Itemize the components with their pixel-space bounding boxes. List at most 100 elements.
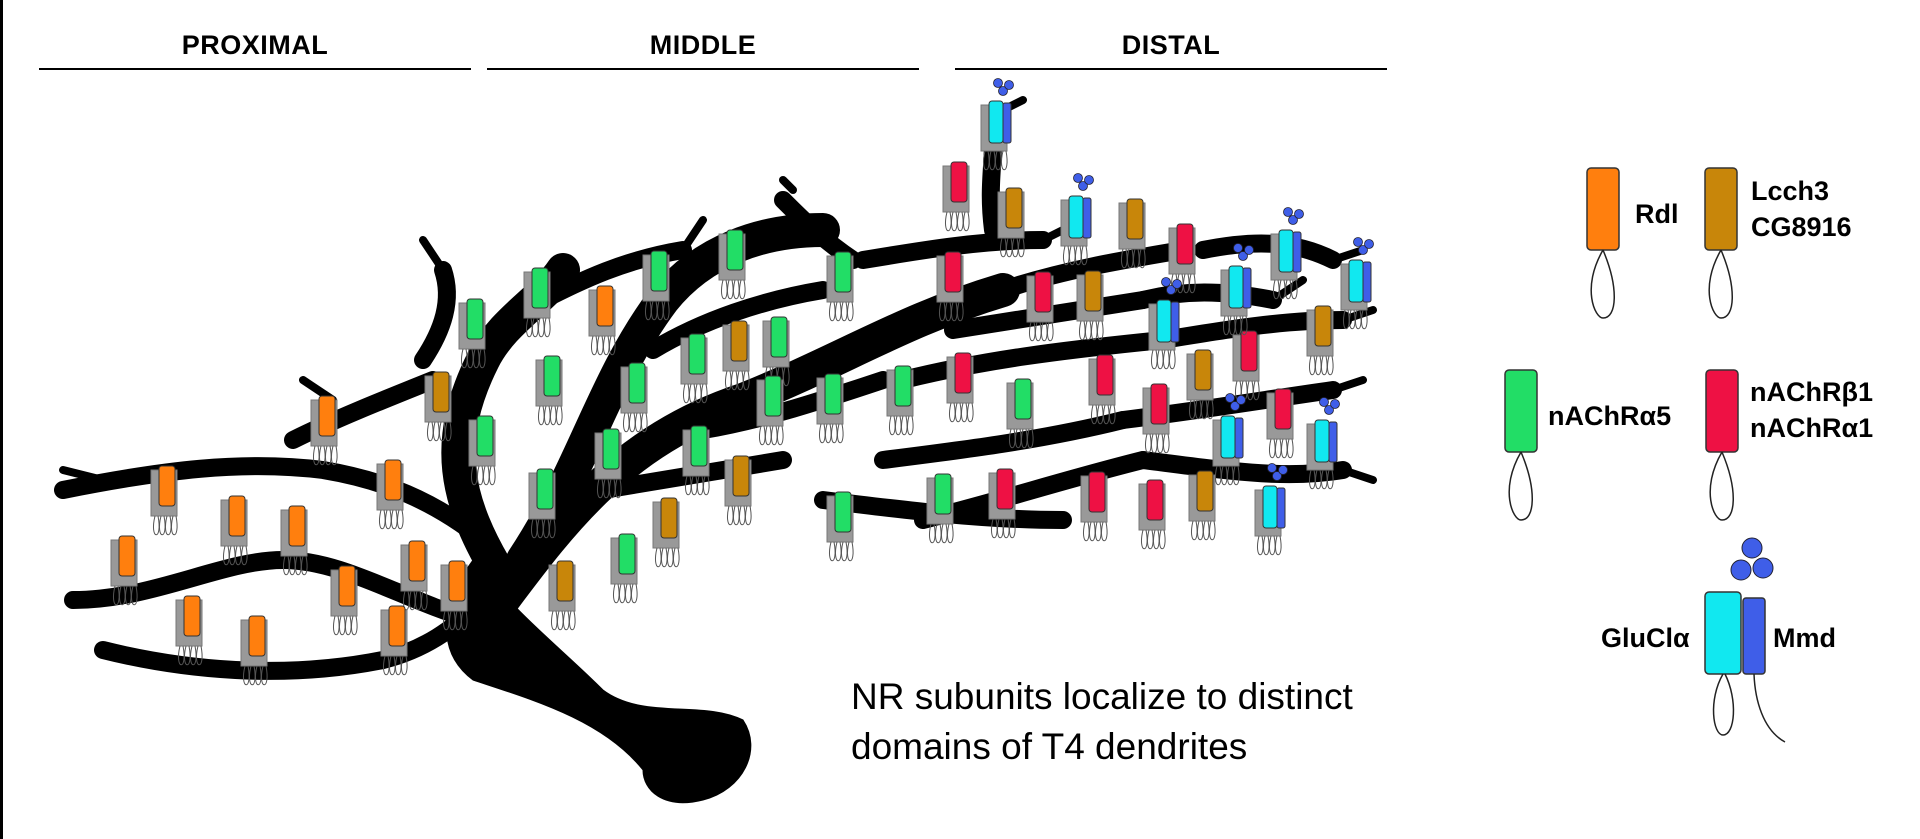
- receptor-glucla: [1060, 173, 1094, 266]
- receptor-loop: [835, 541, 842, 562]
- receptor-loop: [461, 348, 468, 369]
- receptor-loop: [591, 335, 598, 356]
- receptor-loop: [1063, 245, 1070, 266]
- receptor-loop: [663, 300, 670, 321]
- receptor-subunit: [688, 333, 706, 375]
- receptor-loop: [695, 383, 702, 404]
- receptor-loop: [165, 515, 172, 536]
- receptor-loop: [1343, 309, 1350, 330]
- receptor-loop: [1227, 465, 1234, 486]
- receptor-loop: [829, 301, 836, 322]
- receptor-loop: [544, 317, 551, 338]
- receptor-loop: [1006, 237, 1013, 258]
- receptor-subunit-mmd: [1234, 417, 1244, 459]
- receptor-loop: [455, 610, 462, 631]
- receptor-ligand-dot: [1294, 209, 1304, 219]
- receptor-loop: [1327, 469, 1334, 490]
- receptor-loop: [1291, 279, 1298, 300]
- legend-ligand-dot: [1752, 557, 1774, 579]
- receptor-loop: [1309, 469, 1316, 490]
- receptor-loop: [532, 317, 539, 338]
- receptor-subunit: [618, 533, 636, 575]
- receptor-lcch3: [1076, 270, 1104, 341]
- receptor-subunit: [536, 468, 554, 510]
- receptor-loop: [1159, 529, 1166, 550]
- receptor-loop: [1097, 404, 1104, 425]
- receptor-loop: [945, 211, 952, 232]
- receptor-loop: [997, 518, 1004, 539]
- receptor-nachra5: [756, 375, 784, 446]
- receptor-loop: [829, 541, 836, 562]
- receptor-ligand-dot: [1233, 243, 1243, 253]
- dendrite-branch: [874, 411, 1132, 469]
- receptor-loop: [657, 300, 664, 321]
- receptor-subunit: [432, 371, 450, 413]
- receptor-loop: [1327, 355, 1334, 376]
- receptor-subunit-mmd: [1242, 267, 1252, 309]
- receptor-nachra5: [535, 355, 563, 426]
- receptor-loop: [243, 665, 250, 686]
- receptor-loop: [415, 590, 422, 611]
- dendrite-branch: [284, 371, 442, 449]
- receptor-nachrb1: [942, 161, 970, 232]
- legend-subunit: [1704, 167, 1738, 251]
- receptor-loop: [1157, 349, 1164, 370]
- legend-glyph-nachrb1: [1705, 369, 1739, 521]
- legend-label-lcch3: Lcch3: [1751, 176, 1830, 206]
- receptor-loop: [1012, 237, 1019, 258]
- legend-subunit: [1705, 369, 1739, 453]
- receptor-subunit: [408, 540, 426, 582]
- receptor-loop: [339, 615, 346, 636]
- receptor-lcch3: [724, 455, 752, 526]
- receptor-loop: [609, 335, 616, 356]
- receptor-loop: [1089, 521, 1096, 542]
- receptor-ligand-dot: [1004, 80, 1014, 90]
- receptor-loop: [1021, 428, 1028, 449]
- receptor-ligand-dot: [1283, 207, 1293, 217]
- receptor-loop: [473, 348, 480, 369]
- receptor-loop: [241, 545, 248, 566]
- receptor-loop: [615, 478, 622, 499]
- receptor-loop: [819, 423, 826, 444]
- receptor-loop: [1000, 237, 1007, 258]
- receptor-subunit: [1194, 349, 1212, 391]
- receptor-subunit: [158, 465, 176, 507]
- receptor-loop: [1229, 315, 1236, 336]
- receptor-glucla: [1254, 463, 1288, 556]
- receptor-nachrb1: [1080, 471, 1108, 542]
- receptor-subunit: [338, 565, 356, 607]
- receptor-loop: [645, 300, 652, 321]
- receptor-loop: [739, 279, 746, 300]
- receptor-loop: [1285, 279, 1292, 300]
- receptor-loop: [467, 348, 474, 369]
- receptor-loop: [613, 583, 620, 604]
- receptor-loop: [1015, 428, 1022, 449]
- receptor-nachrb1: [1266, 388, 1294, 459]
- receptor-glucla: [1306, 397, 1340, 490]
- dendrite-twig: [59, 466, 107, 484]
- dendrite-branch: [54, 457, 492, 549]
- receptor-loop: [727, 279, 734, 300]
- receptor-ligand-dot: [1272, 471, 1282, 481]
- receptor-loop: [1201, 399, 1208, 420]
- receptor-ligand-dot: [1330, 399, 1340, 409]
- receptor-subunit-glucla: [1228, 265, 1244, 309]
- receptor-nachra5: [926, 473, 954, 544]
- receptor-subunit-glucla: [1220, 415, 1236, 459]
- receptor-loop: [397, 509, 404, 530]
- receptor-ligand-dot: [1267, 463, 1277, 473]
- receptor-loop: [957, 211, 964, 232]
- receptor-loop: [301, 555, 308, 576]
- receptor-loop: [1018, 237, 1025, 258]
- receptor-subunit: [1126, 198, 1144, 240]
- receptor-subunit: [183, 595, 201, 637]
- receptor-nachrb1: [1142, 383, 1170, 454]
- receptor-subunit: [732, 455, 750, 497]
- receptor-loop: [1197, 520, 1204, 541]
- receptor-loop: [421, 590, 428, 611]
- receptor-loop: [383, 655, 390, 676]
- receptor-nachrb1: [936, 251, 964, 322]
- receptor-subunit: [543, 355, 561, 397]
- legend-ligand-dot: [1730, 559, 1752, 581]
